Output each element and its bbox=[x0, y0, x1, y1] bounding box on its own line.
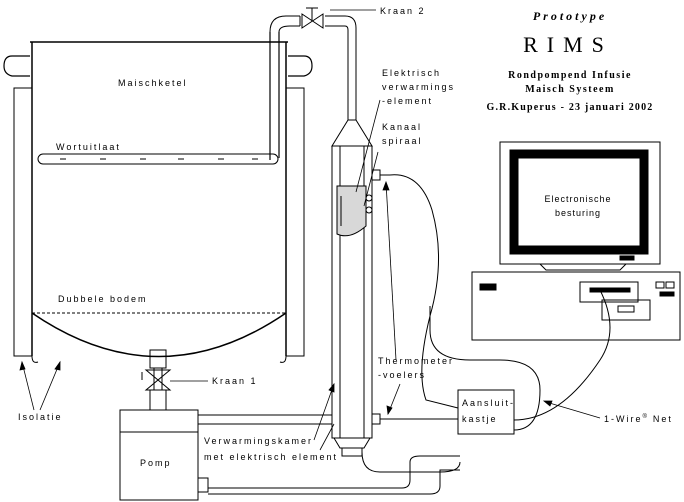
one-wire-b: Net bbox=[653, 414, 673, 424]
title-prototype: Prototype bbox=[533, 9, 607, 23]
maischketel bbox=[3, 41, 313, 363]
label-one-wire: 1-Wire® Net bbox=[604, 413, 673, 424]
label-verwarmingskamer-2: met elektrisch element bbox=[204, 452, 338, 462]
monitor bbox=[499, 141, 661, 265]
label-electronische-2: besturing bbox=[555, 208, 601, 218]
foot-left bbox=[31, 355, 39, 363]
label-pomp: Pomp bbox=[140, 458, 172, 468]
computer bbox=[471, 141, 681, 341]
label-dubbele-bodem: Dubbele bodem bbox=[58, 294, 148, 304]
label-kanaal-2: spiraal bbox=[382, 136, 423, 146]
label-thermometer-2: -voelers bbox=[378, 370, 426, 380]
one-wire-a: 1-Wire bbox=[604, 414, 643, 424]
verwarmingskamer bbox=[331, 119, 390, 457]
sensor-bottom bbox=[371, 413, 381, 425]
title-line4: Maisch Systeem bbox=[525, 84, 615, 95]
kettle-bottom bbox=[31, 312, 287, 358]
wortuitlaat-pipe bbox=[37, 32, 280, 165]
label-kraan2: Kraan 2 bbox=[380, 6, 426, 16]
cables bbox=[208, 174, 611, 495]
title-rims: RIMS bbox=[523, 32, 613, 57]
label-aansluit-2: kastje bbox=[462, 414, 498, 424]
computer-case bbox=[471, 271, 681, 341]
label-wortuitlaat: Wortuitlaat bbox=[56, 142, 121, 152]
top-pipe bbox=[269, 7, 357, 120]
handle-right-icon bbox=[288, 55, 313, 77]
label-kanaal-1: Kanaal bbox=[382, 122, 422, 132]
label-maischketel: Maischketel bbox=[118, 78, 188, 88]
isolatie-left bbox=[13, 87, 33, 357]
label-elektrisch-2: verwarmings bbox=[382, 82, 455, 92]
pointers bbox=[19, 9, 601, 451]
isolatie-right bbox=[285, 87, 305, 357]
label-verwarmingskamer-1: Verwarmingskamer bbox=[204, 436, 313, 446]
label-electronische-1: Electronische bbox=[544, 194, 611, 204]
label-aansluit-1: Aansluit- bbox=[462, 398, 515, 408]
bottom-pipes bbox=[119, 349, 332, 501]
aansluitkastje bbox=[457, 389, 515, 435]
kraan1-valve-icon bbox=[144, 369, 172, 391]
foot-right bbox=[279, 355, 287, 363]
label-kraan1: Kraan 1 bbox=[212, 376, 258, 386]
heating-element bbox=[336, 185, 367, 237]
label-isolatie: Isolatie bbox=[18, 412, 63, 422]
label-elektrisch-3: -element bbox=[382, 96, 433, 106]
title-line5: G.R.Kuperus - 23 januari 2002 bbox=[486, 102, 653, 113]
label-elektrisch-1: Elektrisch bbox=[382, 68, 441, 78]
handle-left-icon bbox=[3, 55, 30, 77]
label-thermometer-1: Thermometer bbox=[378, 356, 454, 366]
kraan2-valve-icon bbox=[301, 13, 324, 29]
title-line3: Rondpompend Infusie bbox=[508, 70, 632, 81]
one-wire-sup: ® bbox=[643, 413, 649, 420]
